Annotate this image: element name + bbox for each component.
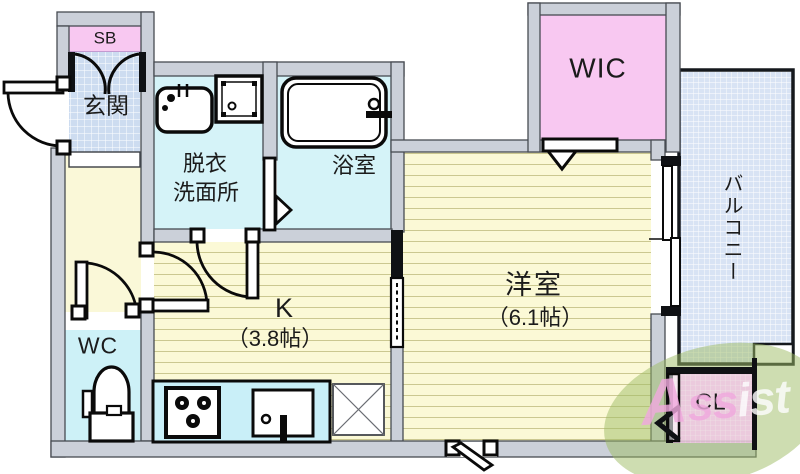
washroom-label-line1: 脱衣 (182, 150, 228, 176)
stove-icon (164, 386, 221, 439)
closet-floor (673, 374, 752, 443)
balcony-outline (677, 68, 795, 366)
wall-entrance-right (140, 11, 155, 251)
wall-tower-top (56, 11, 154, 27)
bathroom-label: 浴室 (331, 152, 377, 178)
hall-kitchen-door-icon (138, 241, 210, 314)
wall-wic-right (665, 2, 681, 153)
washbasin-icon (155, 84, 214, 134)
wc-door-icon (70, 260, 141, 321)
shoe-box-label: SB (93, 28, 117, 48)
living-bottom-door-icon (444, 439, 499, 472)
kitchen-label: K (274, 293, 294, 324)
wall-wic-left (527, 2, 541, 153)
closet-folding-door-icon (653, 405, 681, 442)
doors-windows (2, 52, 681, 472)
washroom-kitchen-door-icon (189, 227, 261, 300)
wic-door-icon (541, 137, 619, 172)
living-room-label: 洋室 (505, 270, 563, 301)
closet-structure (653, 358, 757, 450)
wc-label: WC (77, 332, 119, 359)
toilet-icon (81, 365, 135, 443)
entrance-label: 玄関 (83, 92, 129, 119)
living-room-floor (403, 152, 651, 441)
living-room-size: （6.1帖） (486, 304, 584, 330)
closet-wall-top (666, 367, 757, 374)
washroom-label-line2: 洗面所 (172, 179, 240, 205)
closet-wall-right (752, 358, 757, 450)
wall-washroom-top (153, 61, 405, 77)
wic-label: WIC (569, 52, 627, 84)
kitchen-sink-icon (251, 388, 315, 442)
fixtures (81, 74, 392, 444)
closet-label: CL (695, 388, 727, 415)
bathroom-door-icon (262, 156, 294, 232)
entrance-door-icon (2, 75, 72, 156)
wall-kitchen-living-lower (390, 346, 404, 444)
sliding-door-icon (389, 230, 405, 349)
entrance-floor (69, 52, 141, 152)
wall-outer-left (50, 147, 66, 458)
walls (50, 2, 757, 458)
wall-wic-top (527, 2, 681, 16)
wall-washroom-bath-divider (262, 61, 278, 161)
balcony-label: バルコニー (720, 173, 742, 283)
entrance-step (68, 151, 141, 168)
wall-living-east-upper (650, 139, 666, 161)
washer-pan-icon (214, 74, 264, 124)
bathtub-icon (280, 76, 392, 149)
refrigerator-icon (332, 383, 385, 436)
shoebox-doors-icon (68, 52, 146, 95)
kitchen-counter (151, 379, 332, 444)
kitchen-size: （3.8帖） (226, 325, 324, 351)
balcony-window-icon (649, 156, 681, 316)
